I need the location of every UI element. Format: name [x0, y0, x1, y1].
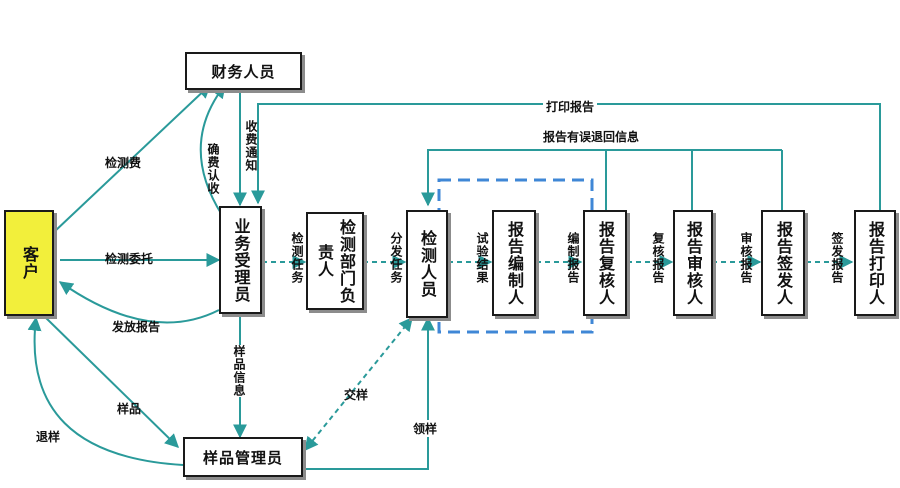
label-receive-sample: 领样: [413, 420, 438, 437]
label-issue-signed: 签发报告: [830, 232, 844, 284]
arrow-business-to-finance: [199, 83, 226, 216]
label-hand-over: 交样: [344, 388, 369, 402]
label-recheck-report: 复核报告: [651, 232, 665, 284]
arrow-client-to-sample-mgr: [43, 315, 180, 448]
label-print-report: 打印报告: [543, 98, 598, 115]
label-fee: 检测费: [105, 156, 142, 170]
node-auditor: 报告审核人: [673, 210, 713, 316]
node-dept-head: 检测部门负责人: [306, 212, 364, 310]
arrow-business-to-client: [58, 281, 220, 324]
node-finance: 财务人员: [185, 52, 302, 90]
node-printer: 报告打印人: [854, 210, 896, 316]
label-issue-report: 发放报告: [112, 320, 161, 334]
label-payment-notice: 收费通知: [244, 120, 258, 172]
label-confirm-receipt: 确费认收: [206, 143, 220, 195]
node-rechecker: 报告复核人: [583, 210, 627, 316]
label-sample-info: 样品信息: [232, 345, 246, 397]
node-tester: 检测人员: [406, 210, 448, 318]
node-business: 业务受理员: [219, 206, 262, 314]
arrow-sample-mgr-to-client: [27, 316, 184, 466]
arrow-sample-mgr-to-tester: [302, 316, 435, 470]
label-audit-report: 审核报告: [739, 232, 753, 284]
node-issuer: 报告签发人: [761, 210, 805, 316]
label-sample: 样品: [117, 402, 142, 416]
label-compile-report: 编制报告: [566, 232, 580, 284]
arrow-tester-sample-mgr-handover: [304, 316, 413, 452]
node-compiler: 报告编制人: [492, 210, 536, 316]
label-test-result: 试验结果: [475, 232, 489, 284]
arrow-printer-to-business: [251, 103, 881, 210]
label-commission: 检测委托: [105, 252, 154, 266]
arrow-client-to-finance: [53, 84, 212, 233]
label-assign-task: 检测任务: [290, 232, 304, 284]
label-return-sample: 退样: [36, 430, 61, 444]
label-distribute-task: 分发任务: [389, 232, 403, 284]
node-client: 客户: [4, 210, 54, 316]
node-sample-mgr: 样品管理员: [183, 437, 303, 477]
label-error-return: 报告有误退回信息: [543, 130, 640, 144]
